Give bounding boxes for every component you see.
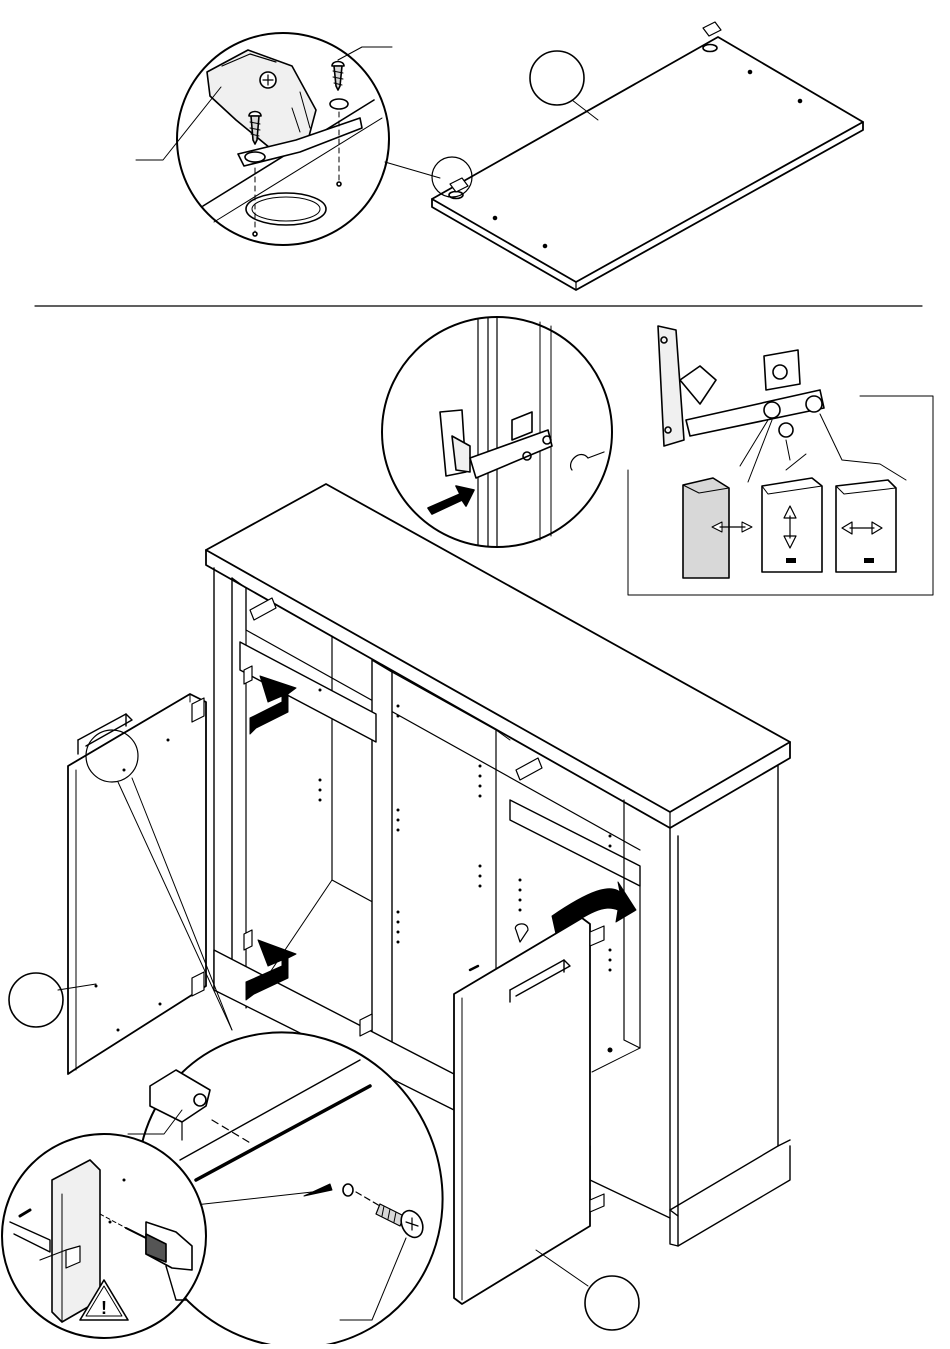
top-panel: [432, 22, 863, 290]
depth-adjust-icon: [683, 478, 752, 578]
hinge-adjustment-detail: [628, 326, 933, 595]
height-adjust-icon: [762, 478, 822, 572]
hinge-plate-detail: [177, 33, 389, 245]
bottom-step: !: [2, 317, 933, 1344]
left-door: [68, 694, 206, 1074]
top-panel-part-marker: [530, 51, 584, 105]
side-adjust-icon: [836, 480, 896, 572]
right-door: [454, 918, 604, 1304]
drill-warning-detail: !: [2, 1134, 206, 1338]
top-step: [136, 22, 863, 290]
left-door-part-marker: [9, 973, 63, 1027]
hinge-insert-detail: [382, 317, 612, 547]
right-door-part-marker: [585, 1276, 639, 1330]
warning-symbol: !: [101, 1298, 107, 1318]
